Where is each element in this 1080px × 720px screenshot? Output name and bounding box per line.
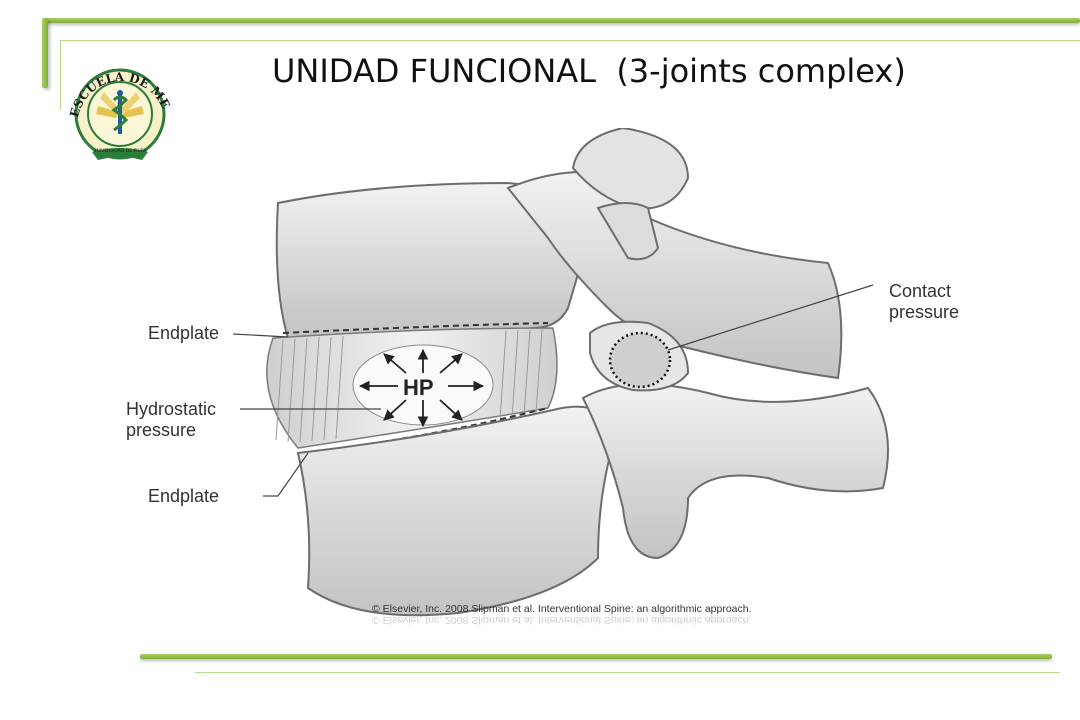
- endplate-top-line: [282, 322, 549, 334]
- logo-banner: [92, 148, 148, 160]
- caduceus-icon: [111, 90, 129, 134]
- frame-top-bar: [45, 18, 1080, 23]
- upper-transverse-process: [596, 202, 660, 261]
- frame-thin-line-top: [60, 40, 1080, 41]
- superior-articular-process: [571, 128, 690, 210]
- lower-posterior-elements: [581, 383, 889, 560]
- contact-pressure-area: [608, 331, 672, 389]
- lower-vertebra-body: [296, 405, 620, 617]
- frame-thin-line-bottom: [195, 672, 1060, 673]
- label-endplate-bottom: Endplate: [148, 486, 220, 506]
- school-logo: ESCUELA DE MEDICINA UNIVERSIDAD DE PIURA: [58, 48, 173, 160]
- slide-title: UNIDAD FUNCIONAL (3-joints complex): [272, 52, 906, 90]
- logo-bottom-text: UNIVERSIDAD DE PIURA: [93, 148, 148, 154]
- frame-left-bar: [42, 18, 48, 88]
- figure-credit: © Elsevier, Inc. 2008 Slipman et al. Int…: [372, 603, 752, 615]
- hydrostatic-arrows: [358, 348, 485, 428]
- label-contact-pressure: Contact pressure: [889, 281, 960, 322]
- annulus-fibers: [275, 328, 543, 443]
- frame-thin-line-left: [60, 40, 61, 110]
- spine-diagram: [232, 128, 889, 617]
- figure-credit-reflection: © Elsevier, Inc. 2008 Slipman et al. Int…: [372, 614, 752, 626]
- leader-lines: [232, 284, 874, 497]
- label-hydrostatic-pressure: Hydrostatic pressure: [126, 399, 217, 440]
- label-hp: HP: [403, 375, 434, 400]
- label-endplate-top: Endplate: [148, 323, 220, 343]
- frame-bottom-bar: [140, 654, 1052, 659]
